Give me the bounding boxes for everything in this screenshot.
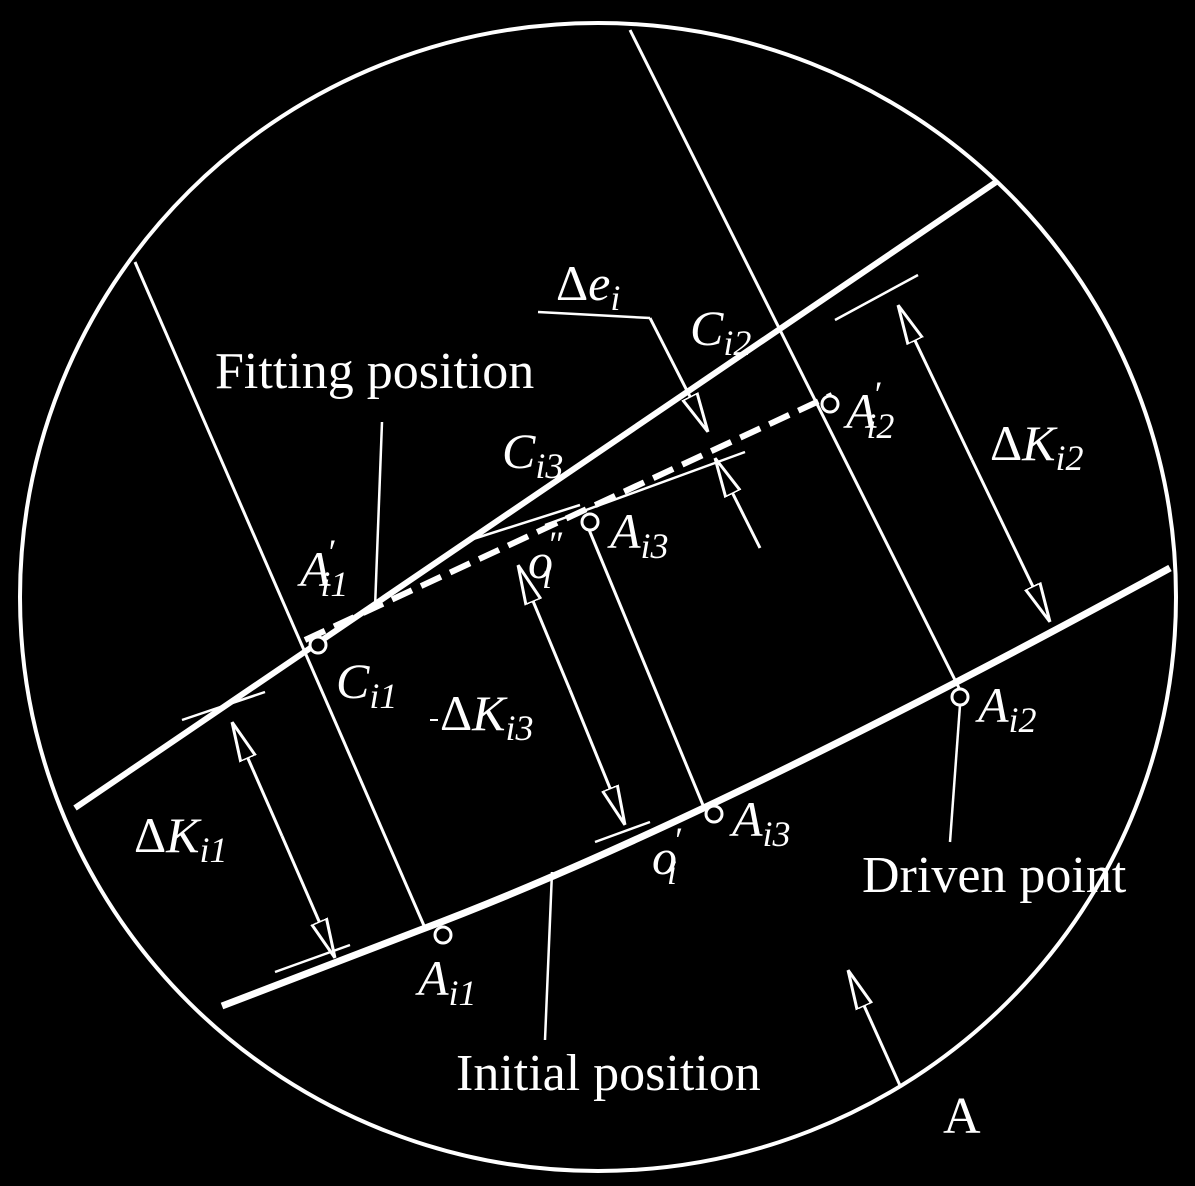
delta-k-i2-symbol: ΔKi2	[990, 415, 1084, 478]
delta-k-i1-symbol: ΔKi1	[134, 807, 228, 870]
delta-k-i2-arrow-down	[970, 459, 1050, 622]
a-i2-symbol: Ai2	[975, 677, 1037, 740]
driven-point-label: Driven point	[862, 847, 1127, 904]
point-a-i2-marker	[950, 687, 970, 707]
delta-e-arrow-up	[715, 458, 762, 549]
perpendicular-3	[583, 519, 707, 811]
initial-position-leader	[543, 871, 554, 1041]
delta-k-i2-arrow-up	[898, 305, 974, 461]
initial-position-label: Initial position	[456, 1045, 761, 1102]
point-c-i1-marker	[308, 635, 328, 655]
a-i3-lower-symbol: Ai3	[729, 791, 791, 854]
fitting-position-leader	[373, 421, 384, 609]
a-i1-prime-symbol: A′i1	[297, 532, 348, 604]
initial-position-line	[220, 564, 1172, 1010]
view-circle	[18, 21, 1178, 1173]
delta-k-i3-arrow-down	[568, 689, 625, 825]
c-i2-symbol: Ci2	[690, 300, 751, 363]
c-i1-symbol: Ci1	[336, 653, 397, 716]
delta-k-i3-symbol: ΔKi3	[440, 685, 534, 748]
point-a-i3-lower-marker	[704, 804, 724, 824]
delta-k-i1-arrow-down	[280, 835, 335, 958]
tangent-lower-middle	[594, 820, 651, 844]
c-i3-symbol: Ci3	[502, 423, 563, 486]
tangent-dashed-guide	[544, 450, 746, 527]
fitting-position-label: Fitting position	[215, 343, 534, 400]
delta-e-leader	[537, 310, 651, 320]
perpendicular-1	[133, 261, 427, 929]
a-i2-prime-symbol: A′i2	[843, 374, 894, 446]
a-i1-symbol: Ai1	[415, 950, 477, 1013]
o-i-double-prime-symbol: o″i	[528, 524, 563, 596]
tangent-upper-right	[834, 273, 919, 322]
delta-e-arrow-down	[648, 317, 708, 432]
point-a-i2-prime-marker	[820, 394, 840, 414]
delta-k-i1-arrow-up	[232, 722, 284, 837]
diagram-lines	[73, 29, 1172, 1131]
point-a-i1-marker	[433, 925, 453, 945]
tangent-left	[181, 690, 266, 722]
a-i3-upper-symbol: Ai3	[607, 503, 669, 566]
o-i-prime-symbol: o′i	[652, 820, 682, 892]
point-a-i3-upper-marker	[580, 512, 600, 532]
view-a-label: A	[943, 1088, 981, 1145]
tangent-middle	[469, 503, 581, 542]
view-a-arrow	[848, 970, 922, 1131]
delta-e-symbol: Δei	[556, 255, 620, 318]
driven-point-leader	[948, 704, 962, 843]
delta-k-i3-arrow-up	[518, 565, 572, 691]
perpendicular-2	[628, 29, 962, 691]
